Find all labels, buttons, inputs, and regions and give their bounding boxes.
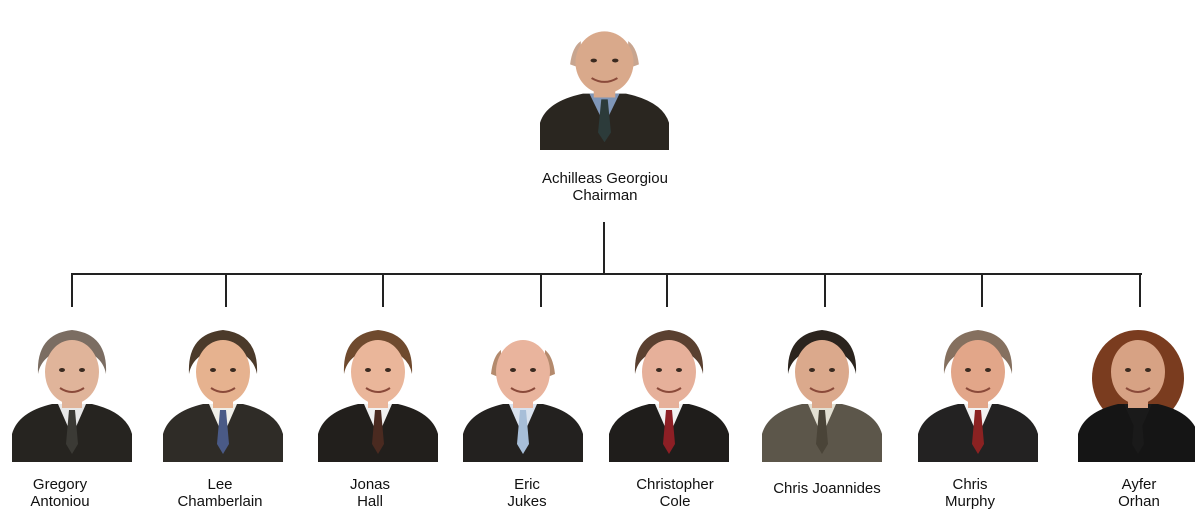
member-name-line: Jukes (507, 493, 547, 510)
member-photo (163, 316, 283, 462)
member-name-line: Chamberlain (177, 493, 263, 510)
chairman-title: Chairman (572, 187, 638, 204)
member-connector (666, 273, 668, 307)
member-connector (981, 273, 983, 307)
member-name-line: Antoniou (30, 493, 90, 510)
member-connector (1139, 273, 1141, 307)
member-connector (540, 273, 542, 307)
member-connector (225, 273, 227, 307)
member-photo (12, 316, 132, 462)
chairman-connector (603, 222, 605, 274)
member-connector (382, 273, 384, 307)
member-name-line: Gregory (32, 476, 88, 493)
member-name-line: Chris (952, 476, 988, 493)
member-connector (824, 273, 826, 307)
member-name: Chris Joannides (757, 480, 897, 497)
member-name-line: Chris Joannides (773, 480, 881, 497)
member-name-line: Hall (357, 493, 383, 510)
member-name-line: Murphy (944, 493, 996, 510)
chairman-label: Achilleas Georgiou Chairman (480, 170, 730, 204)
member-name-line: Cole (659, 493, 691, 510)
member-photo (918, 316, 1038, 462)
member-photo (762, 316, 882, 462)
member-photo (463, 316, 583, 462)
member-photo (1078, 316, 1195, 462)
member-connector (71, 273, 73, 307)
member-name-line: Lee (207, 476, 233, 493)
member-photo (609, 316, 729, 462)
member-name-line: Christopher (636, 476, 714, 493)
member-name-line: Jonas (349, 476, 391, 493)
member-name-line: Ayfer (1121, 476, 1157, 493)
chairman-name: Achilleas Georgiou (542, 170, 668, 187)
member-photo (318, 316, 438, 462)
member-name-line: Orhan (1118, 493, 1160, 510)
horizontal-connector (72, 273, 1142, 275)
chairman-photo (540, 8, 669, 150)
member-name-line: Eric (514, 476, 540, 493)
